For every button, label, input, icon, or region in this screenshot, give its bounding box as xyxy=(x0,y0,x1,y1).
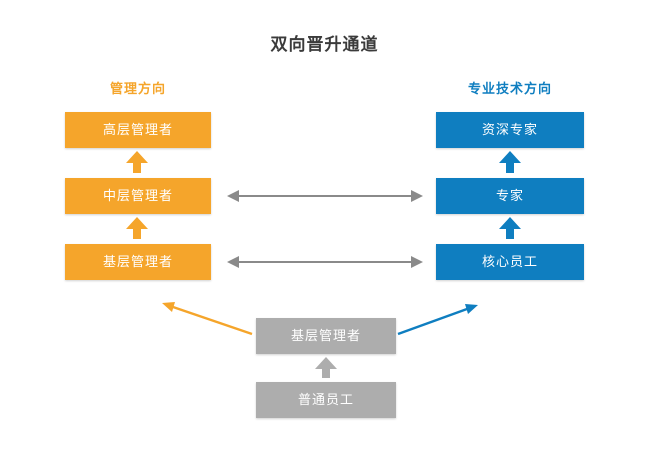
feeder-box-junior-manager: 基层管理者 xyxy=(256,318,396,354)
up-arrow-icon xyxy=(499,217,521,239)
up-arrow-icon xyxy=(499,151,521,173)
up-arrow-icon xyxy=(126,151,148,173)
feeder-box-ordinary-employee: 普通员工 xyxy=(256,382,396,418)
diagonal-arrow-to-management xyxy=(162,302,253,336)
diagonal-arrow-to-technical xyxy=(397,304,478,336)
technical-box-core-employee: 核心员工 xyxy=(436,244,584,280)
management-track-header: 管理方向 xyxy=(109,81,166,96)
technical-track-header: 专业技术方向 xyxy=(467,81,552,96)
up-arrow-icon xyxy=(315,357,337,378)
technical-box-expert: 专家 xyxy=(436,178,584,214)
management-box-junior: 基层管理者 xyxy=(65,244,211,280)
double-arrow-middle-row xyxy=(227,190,423,202)
page-title: 双向晋升通道 xyxy=(270,35,379,54)
technical-box-senior-expert: 资深专家 xyxy=(436,112,584,148)
management-box-senior: 高层管理者 xyxy=(65,112,211,148)
management-box-middle: 中层管理者 xyxy=(65,178,211,214)
up-arrow-icon xyxy=(126,217,148,239)
double-arrow-bottom-row xyxy=(227,256,423,268)
